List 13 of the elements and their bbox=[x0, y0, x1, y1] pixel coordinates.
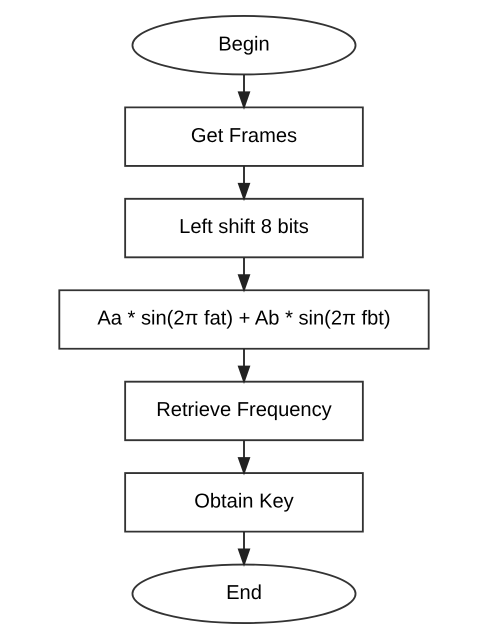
node-ellipse: End bbox=[132, 564, 356, 624]
arrow bbox=[238, 258, 250, 293]
node-box: Retrieve Frequency bbox=[124, 380, 364, 442]
arrow bbox=[238, 74, 250, 110]
node-box: Obtain Key bbox=[124, 472, 364, 533]
arrow bbox=[238, 532, 250, 567]
arrow bbox=[238, 349, 250, 384]
arrow bbox=[238, 440, 250, 476]
arrow bbox=[238, 166, 250, 202]
node-box: Left shift 8 bits bbox=[124, 198, 364, 258]
node-box: Get Frames bbox=[124, 106, 364, 167]
node-ellipse: Begin bbox=[132, 15, 356, 76]
node-box: Aa * sin(2π fat) + Ab * sin(2π fbt) bbox=[58, 289, 430, 350]
